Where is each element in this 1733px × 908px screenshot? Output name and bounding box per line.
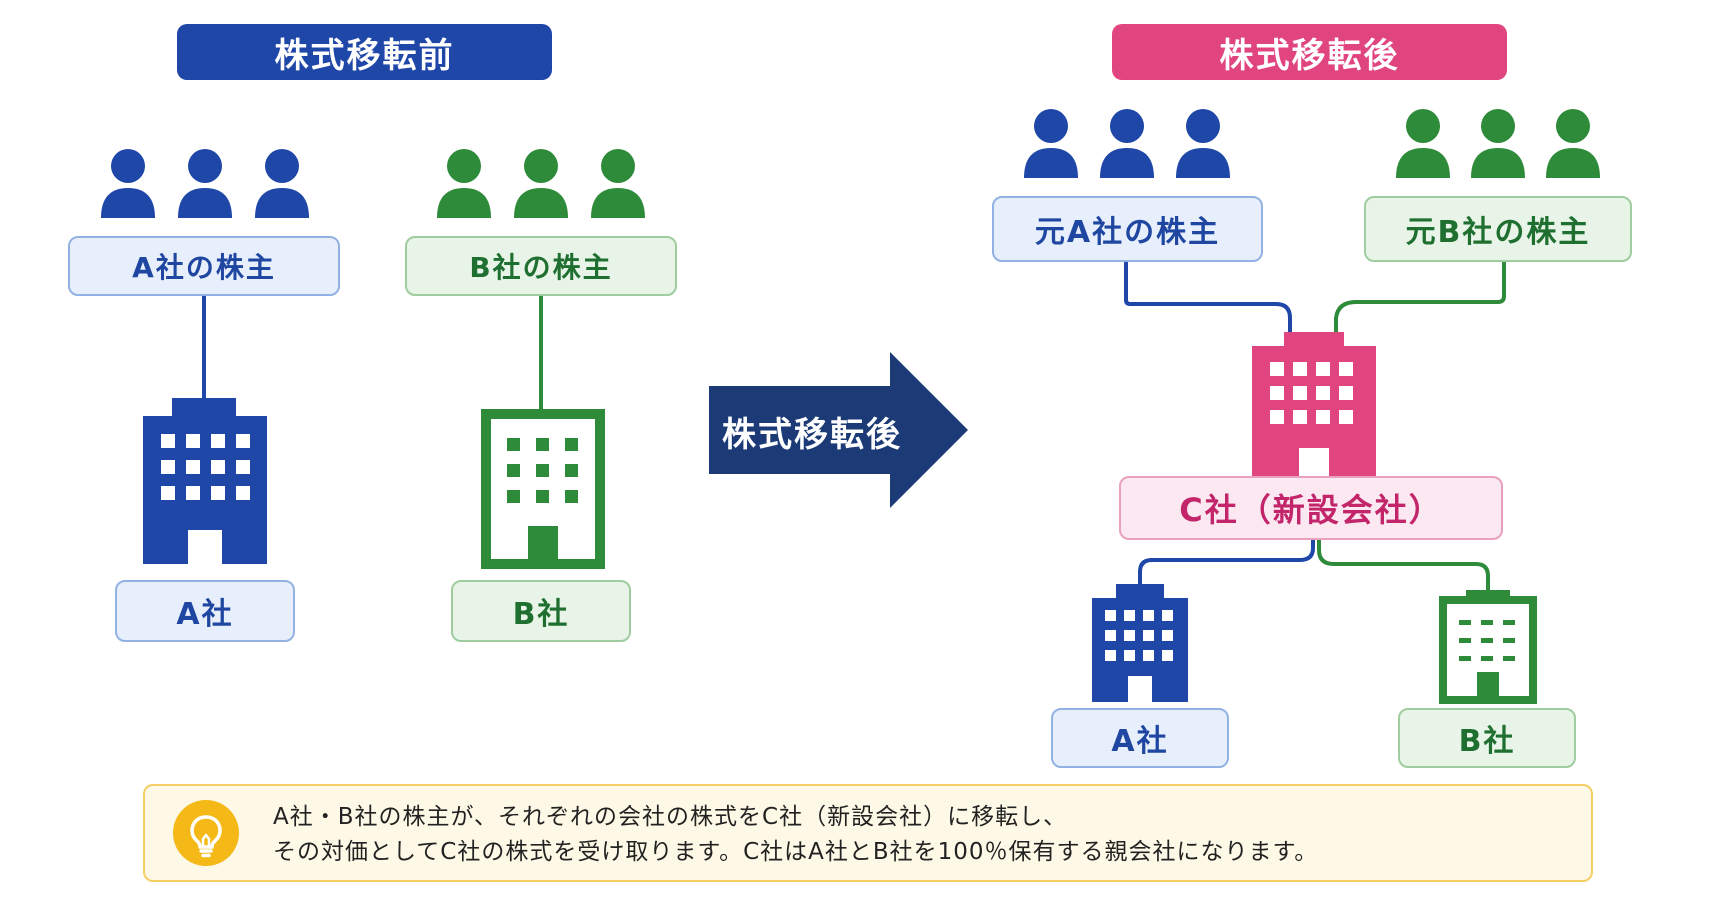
note-text: A社・B社の株主が、それぞれの会社の株式をC社（新設会社）に移転し、 その対価と…: [273, 800, 1318, 870]
people-icon-group-b-after: [1396, 109, 1600, 178]
person-icon: [1546, 109, 1600, 178]
connector-c-to-a: [1138, 540, 1315, 598]
person-icon: [1100, 109, 1154, 178]
person-icon: [1471, 109, 1525, 178]
people-icon-group-a-after: [1024, 109, 1230, 178]
connector-c-to-b: [1317, 540, 1490, 598]
company-c-label: C社（新設会社）: [1119, 476, 1503, 540]
company-b-label-after: B社: [1398, 708, 1576, 768]
former-shareholders-a-label: 元A社の株主: [992, 196, 1263, 262]
connector-b-to-c: [1334, 262, 1506, 332]
company-a-label-after: A社: [1051, 708, 1229, 768]
person-icon: [101, 149, 155, 218]
shareholders-b-label: B社の株主: [405, 236, 677, 296]
arrow-right-icon: [709, 352, 968, 508]
company-b-label-before: B社: [451, 580, 631, 642]
people-icon-group-b-before: [437, 149, 645, 218]
building-icon-a-before: [143, 398, 267, 564]
title-after: 株式移転後: [1112, 24, 1507, 80]
title-before: 株式移転前: [177, 24, 552, 80]
former-shareholders-b-label: 元B社の株主: [1364, 196, 1632, 262]
building-icon-c-after: [1252, 332, 1376, 478]
arrow-label: 株式移転後: [722, 414, 902, 455]
people-icon-group-a-before: [101, 149, 309, 218]
person-icon: [178, 149, 232, 218]
note-line-2: その対価としてC社の株式を受け取ります。C社はA社とB社を100％保有する親会社…: [273, 839, 1319, 865]
person-icon: [255, 149, 309, 218]
person-icon: [1176, 109, 1230, 178]
note-line-1: A社・B社の株主が、それぞれの会社の株式をC社（新設会社）に移転し、: [273, 804, 1068, 830]
note-box: A社・B社の株主が、それぞれの会社の株式をC社（新設会社）に移転し、 その対価と…: [143, 784, 1593, 882]
person-icon: [1024, 109, 1078, 178]
building-icon-b-after: [1439, 590, 1537, 704]
lightbulb-icon: [173, 800, 239, 866]
person-icon: [1396, 109, 1450, 178]
shareholders-a-label: A社の株主: [68, 236, 340, 296]
building-icon-a-after: [1092, 584, 1188, 702]
person-icon: [437, 149, 491, 218]
person-icon: [514, 149, 568, 218]
company-a-label-before: A社: [115, 580, 295, 642]
connector-a-to-c: [1124, 262, 1292, 332]
person-icon: [591, 149, 645, 218]
building-icon-b-before: [481, 409, 605, 569]
